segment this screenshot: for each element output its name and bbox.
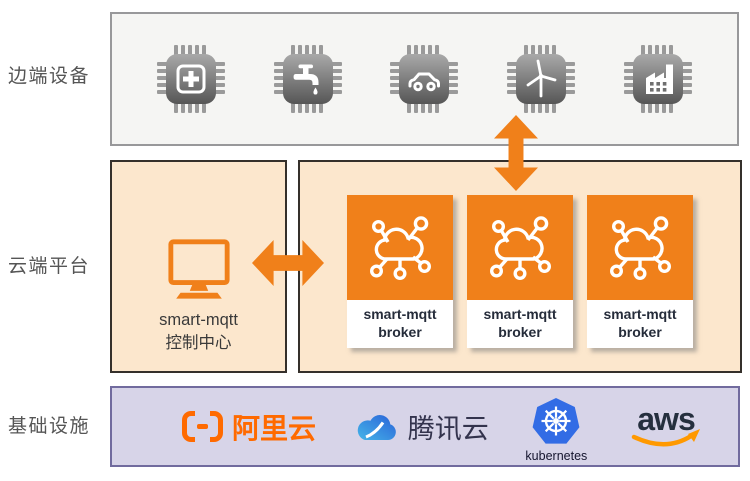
layer-label-cloud: 云端平台	[8, 256, 91, 277]
tencent-cloud-icon	[357, 414, 396, 440]
kubernetes-helm-icon	[532, 397, 580, 444]
aws-smile-arrowhead-icon	[687, 428, 700, 442]
water-chip-icon	[273, 45, 342, 113]
edge-devices-panel	[110, 12, 739, 146]
broker-icon-tile	[347, 195, 453, 300]
infrastructure-panel: 阿里云 腾讯云	[110, 386, 740, 467]
alibaba-bracket-left-icon	[182, 411, 195, 442]
alibaba-dash-icon	[197, 424, 208, 429]
tencent-cloud-label: 腾讯云	[407, 414, 489, 444]
broker-label: smart-mqtt broker	[587, 300, 693, 349]
aws-label: aws	[637, 401, 695, 437]
aws-logo: aws	[631, 401, 700, 446]
broker-label-line2: broker	[498, 324, 542, 341]
alibaba-cloud-logo: 阿里云	[182, 407, 316, 447]
tencent-cloud-logo: 腾讯云	[353, 407, 489, 446]
broker-card: smart-mqtt broker	[347, 195, 453, 349]
cloud-network-icon	[610, 215, 671, 280]
broker-label: smart-mqtt broker	[347, 300, 453, 349]
kubernetes-label: kubernetes	[525, 448, 588, 463]
broker-label: smart-mqtt broker	[467, 300, 573, 349]
control-center-label-line1: smart-mqtt	[159, 311, 238, 329]
broker-icon-tile	[587, 195, 693, 300]
broker-card: smart-mqtt broker	[467, 195, 573, 349]
car-chip-icon	[390, 45, 459, 113]
broker-cluster-box: smart-mqtt broker smart-mqtt broker smar…	[298, 160, 742, 373]
alibaba-cloud-label: 阿里云	[232, 412, 317, 444]
cloud-network-icon	[490, 215, 551, 280]
control-center-label: smart-mqtt 控制中心	[159, 309, 238, 355]
broker-label-line1: smart-mqtt	[363, 306, 437, 322]
kubernetes-logo: kubernetes	[525, 397, 587, 463]
alibaba-bracket-right-icon	[210, 411, 223, 442]
broker-label-line2: broker	[378, 324, 422, 341]
broker-label-line1: smart-mqtt	[603, 306, 677, 322]
control-center-box: smart-mqtt 控制中心	[110, 160, 287, 373]
aws-smile-icon	[631, 433, 694, 446]
broker-icon-tile	[467, 195, 573, 300]
broker-card: smart-mqtt broker	[587, 195, 693, 349]
cloud-network-icon	[370, 215, 431, 280]
wind-turbine-chip-icon	[507, 45, 576, 113]
medical-chip-icon	[156, 45, 225, 113]
monitor-icon	[167, 239, 230, 299]
factory-chip-icon	[624, 45, 693, 113]
layer-label-edge: 边端设备	[8, 66, 91, 87]
broker-label-line2: broker	[618, 324, 662, 341]
control-center-label-line2: 控制中心	[165, 333, 232, 352]
broker-label-line1: smart-mqtt	[483, 306, 557, 322]
layer-label-infra: 基础设施	[8, 416, 91, 437]
